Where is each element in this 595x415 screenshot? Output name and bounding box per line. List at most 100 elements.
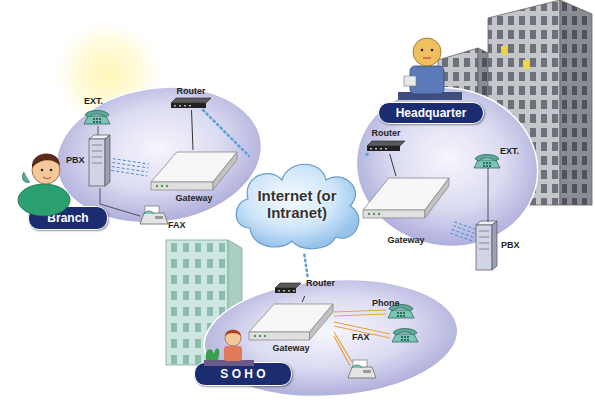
gateway-node: Gateway (246, 302, 336, 354)
pbx-node: PBX (474, 220, 534, 272)
trunk-lines (450, 222, 476, 241)
site-group: HeadquarterRouterGateway PBX (350, 80, 544, 254)
pbx-slot (479, 249, 489, 250)
router-front (171, 103, 206, 108)
router-front (275, 288, 296, 293)
gateway-node: Gateway (360, 176, 452, 246)
router-top (367, 141, 405, 146)
cloud-label: Internet (or Intranet) (240, 156, 354, 252)
gateway-top (151, 152, 237, 182)
pbx-front (89, 139, 105, 186)
hq-person (398, 38, 462, 100)
soho-person (204, 330, 254, 366)
gateway-front (363, 210, 425, 218)
router-led (283, 290, 285, 292)
router-led (288, 290, 290, 292)
cable-link (390, 154, 396, 176)
site-banner: S O H O (194, 362, 292, 386)
router-led (380, 148, 382, 150)
gateway-led (259, 335, 261, 337)
branch-person (18, 153, 70, 216)
pbx-node: PBX (66, 134, 112, 188)
gateway-led (161, 185, 163, 187)
gateway-led (378, 213, 380, 215)
router-top (275, 283, 301, 288)
router-node: Router (274, 276, 344, 296)
gateway-led (166, 185, 168, 187)
router-led (385, 148, 387, 150)
router-led (293, 290, 295, 292)
device-label: Router (170, 86, 212, 97)
device-label: PBX (66, 155, 85, 166)
gateway-led (254, 335, 256, 337)
site-banner: Branch (28, 206, 108, 230)
pbx-front (476, 225, 492, 270)
gateway-front (151, 182, 213, 190)
site-banner: Headquarter (378, 102, 484, 124)
pbx-side (492, 221, 497, 270)
pbx-slot (92, 163, 102, 164)
pbx-slot (92, 145, 102, 146)
soho-wires (334, 310, 390, 366)
router-front (367, 146, 400, 151)
network-link (304, 252, 308, 276)
pbx-slot (479, 243, 489, 244)
device-caption: FAX (352, 332, 370, 343)
router-led (375, 148, 377, 150)
phone-icon (84, 111, 110, 125)
device-label: Gateway (148, 193, 240, 204)
branch-wires (98, 126, 140, 216)
trunk-lines (111, 159, 149, 176)
pbx-slot (92, 151, 102, 152)
device-caption: FAX (168, 220, 186, 231)
site-group: BranchRouterGatewayPBX (50, 80, 268, 230)
router-node: Router (170, 86, 212, 110)
device-label: Router (366, 128, 406, 139)
device-caption: Phone (372, 298, 400, 309)
device-label: Router (306, 278, 335, 289)
pbx-side (105, 135, 110, 186)
gateway-side (425, 178, 449, 218)
gateway-node: Gateway (148, 150, 240, 204)
device-caption: EXT. (84, 96, 103, 107)
router-led (370, 148, 372, 150)
cable-link (302, 296, 305, 302)
gateway-side (309, 304, 333, 340)
pbx-slot (479, 237, 489, 238)
cable-link (192, 110, 194, 150)
phone-icon (474, 155, 500, 169)
device-label: Gateway (246, 343, 336, 354)
router-node: Router (366, 128, 406, 154)
router-top (171, 98, 211, 103)
gateway-led (264, 335, 266, 337)
router-led (174, 105, 176, 107)
phone-icon (392, 329, 418, 343)
gateway-top (363, 178, 449, 210)
router-led (184, 105, 186, 107)
device-label: Gateway (360, 235, 452, 246)
network-cloud: Internet (or Intranet) (230, 156, 364, 252)
gateway-front (249, 332, 309, 340)
gateway-side (213, 152, 237, 190)
pbx-slot (92, 157, 102, 158)
device-caption: EXT. (500, 146, 519, 157)
pbx-slot (479, 231, 489, 232)
fax-icon (348, 360, 376, 378)
hq-wires (488, 168, 489, 222)
network-link (364, 154, 368, 157)
device-label: PBX (501, 240, 520, 251)
gateway-led (373, 213, 375, 215)
router-led (278, 290, 280, 292)
network-link (203, 110, 249, 156)
router-led (189, 105, 191, 107)
gateway-led (368, 213, 370, 215)
site-ellipse-shape (344, 73, 551, 260)
fax-icon (140, 206, 168, 224)
gateway-top (249, 304, 333, 332)
gateway-led (156, 185, 158, 187)
site-group: S O H ORouterGateway (198, 272, 464, 404)
